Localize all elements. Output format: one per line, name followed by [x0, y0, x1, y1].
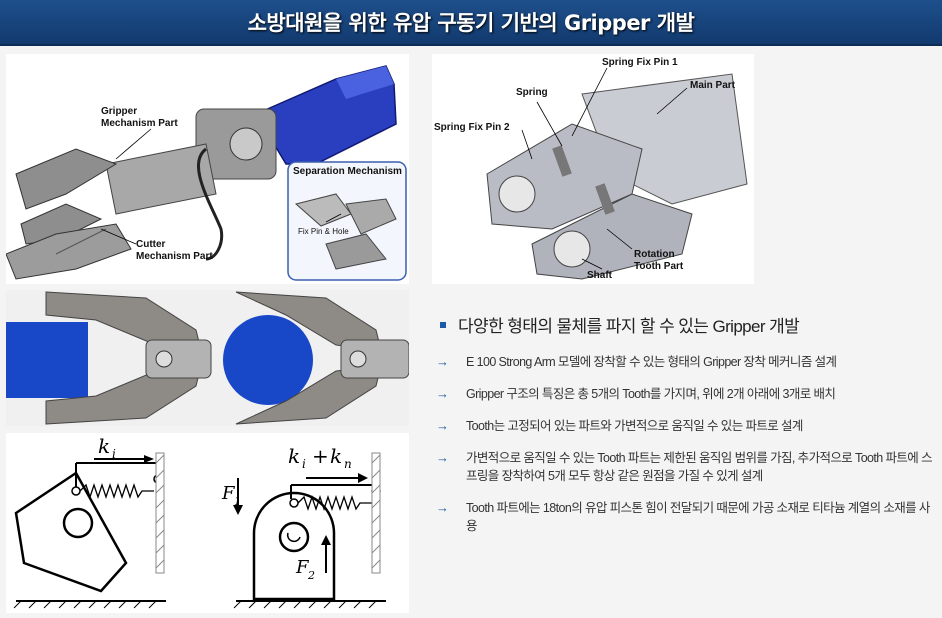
list-item: → Tooth는 고정되어 있는 파트와 가변적으로 움직일 수 있는 파트로 … — [436, 417, 936, 435]
label-main-part: Main Part — [690, 80, 736, 91]
f2-label: F — [295, 557, 310, 578]
left-k-sub: i — [112, 447, 116, 461]
f2-sub: 2 — [307, 569, 315, 582]
arrow-right-icon: → — [436, 354, 449, 369]
left-k-label: k — [98, 434, 110, 458]
square-bullet-icon — [440, 321, 446, 328]
right-k2-sub: n — [344, 457, 352, 471]
label-spring-fix-pin-2: Spring Fix Pin 2 — [434, 122, 510, 133]
label-separation-mechanism: Separation Mechanism — [293, 166, 402, 177]
list-item: → E 100 Strong Arm 모델에 장착할 수 있는 형태의 Grip… — [436, 353, 936, 371]
spring-diagram-figure: k i k i + k — [6, 433, 409, 613]
right-k2-label: k — [330, 444, 342, 468]
title-bar: 소방대원을 위한 유압 구동기 기반의 Gripper 개발 — [0, 0, 942, 46]
main-bullet: 다양한 형태의 물체를 파지 할 수 있는 Gripper 개발 — [436, 312, 936, 337]
right-spring — [297, 494, 372, 512]
tooth-part-drawing — [486, 67, 748, 280]
arrow-right-icon: → — [436, 450, 449, 465]
f1-label: F — [221, 483, 236, 504]
gripping-shapes-drawing — [6, 291, 409, 425]
arrow-right-icon: → — [436, 386, 449, 401]
list-item-text: E 100 Strong Arm 모델에 장착할 수 있는 형태의 Grippe… — [466, 355, 837, 369]
f1-sub: 1 — [234, 495, 241, 508]
gripper-render-figure: Gripper Mechanism Part Cutter Mechanism … — [6, 54, 409, 284]
list-item-text: 가변적으로 움직일 수 있는 Tooth 파트는 제한된 움직임 범위를 가짐,… — [466, 451, 933, 483]
tooth-part-figure: Spring Fix Pin 1 Main Part Spring Spring… — [432, 54, 754, 284]
hydraulic-body-top — [336, 66, 394, 99]
list-item: → 가변적으로 움직일 수 있는 Tooth 파트는 제한된 움직임 범위를 가… — [436, 449, 936, 485]
square-object — [6, 322, 88, 398]
right-plus: + — [312, 444, 329, 468]
label-cutter-mechanism: Cutter Mechanism Part — [136, 239, 213, 262]
main-bullet-text: 다양한 형태의 물체를 파지 할 수 있는 Gripper 개발 — [458, 317, 800, 336]
label-rotation-tooth-part: Rotation Tooth Part — [634, 249, 684, 272]
arrow-right-icon: → — [436, 500, 449, 515]
label-gripper-mechanism: Gripper Mechanism Part — [101, 106, 178, 129]
list-item-text: Tooth는 고정되어 있는 파트와 가변적으로 움직일 수 있는 파트로 설계 — [466, 419, 803, 433]
page-title: 소방대원을 위한 유압 구동기 기반의 Gripper 개발 — [247, 11, 695, 35]
gripper-render-drawing — [6, 65, 407, 281]
list-item: → Tooth 파트에는 18ton의 유압 피스톤 힘이 전달되기 때문에 가… — [436, 499, 936, 535]
list-item-text: Gripper 구조의 특징은 총 5개의 Tooth를 가지며, 위에 2개 … — [466, 387, 836, 401]
right-k-sub: i — [302, 457, 306, 471]
label-fix-pin-hole: Fix Pin & Hole — [298, 227, 349, 236]
description-list: 다양한 형태의 물체를 파지 할 수 있는 Gripper 개발 → E 100… — [436, 312, 936, 549]
circle-object — [223, 315, 313, 405]
arrow-right-icon: → — [436, 418, 449, 433]
left-spring — [79, 482, 154, 500]
gripping-shapes-figure — [6, 290, 409, 426]
list-item: → Gripper 구조의 특징은 총 5개의 Tooth를 가지며, 위에 2… — [436, 385, 936, 403]
list-item-text: Tooth 파트에는 18ton의 유압 피스톤 힘이 전달되기 때문에 가공 … — [466, 501, 930, 533]
right-k-label: k — [288, 444, 300, 468]
label-shaft: Shaft — [587, 270, 612, 281]
spring-diagram-drawing: k i k i + k — [13, 434, 386, 609]
label-spring: Spring — [516, 87, 548, 98]
label-spring-fix-pin-1: Spring Fix Pin 1 — [602, 57, 678, 68]
